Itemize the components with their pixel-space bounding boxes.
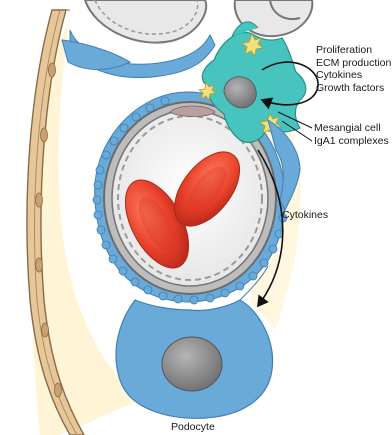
iga1-complexes-label: IgA1 complexes xyxy=(314,135,389,148)
mesangial-effects-list: Proliferation ECM production Cytokines G… xyxy=(316,44,391,94)
podocyte-label: Podocyte xyxy=(171,421,215,434)
effect-growth-factors: Growth factors xyxy=(316,82,391,95)
mesangial-cell-label: Mesangial cell xyxy=(314,122,381,135)
upper-capillary-left xyxy=(85,0,206,43)
effect-cytokines: Cytokines xyxy=(316,69,391,82)
effect-proliferation: Proliferation xyxy=(316,44,391,57)
upper-podocyte-left-body xyxy=(62,40,130,70)
podocyte-nucleus xyxy=(162,337,222,391)
effect-ecm-production: ECM production xyxy=(316,57,391,70)
cytokines-label: Cytokines xyxy=(282,209,328,222)
